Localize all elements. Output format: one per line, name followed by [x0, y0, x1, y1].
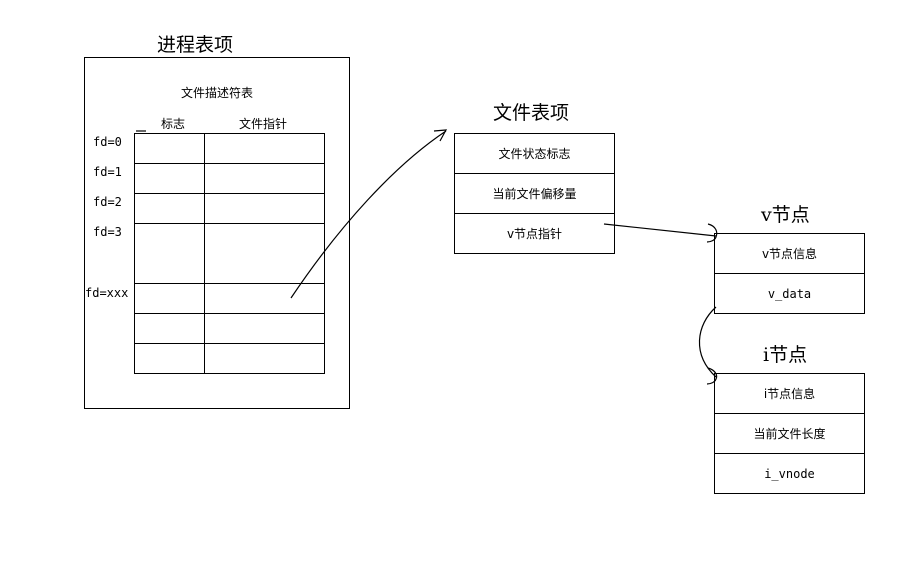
process-table-title: 进程表项	[157, 34, 234, 56]
inode-vnode-cell: i_vnode	[714, 453, 865, 494]
fd-label: fd=0	[93, 135, 122, 149]
vnode-title: v节点	[761, 204, 810, 226]
fd-table-row-divider	[134, 343, 325, 344]
fd-label: fd=1	[93, 165, 122, 179]
fd-label: fd=xxx	[85, 286, 129, 300]
vnode-to-inode-arrow	[698, 306, 717, 378]
inode-title: i节点	[763, 344, 808, 366]
fd-to-file-table-arrow	[290, 130, 447, 299]
fd-table-row-divider	[134, 223, 325, 224]
fd-table-row-divider	[134, 283, 325, 284]
arrowhead-icon	[706, 223, 718, 243]
fd-table-grid	[134, 133, 325, 374]
fd-label: fd=3	[93, 225, 122, 239]
fd-table-row-divider	[134, 313, 325, 314]
flag-column-header: 标志	[161, 117, 186, 131]
fd-table-caption: 文件描述符表	[181, 86, 254, 100]
fd-table-row-divider	[134, 163, 325, 164]
vnode-data-cell: v_data	[714, 273, 865, 314]
fd-label: fd=2	[93, 195, 122, 209]
pointer-column-header: 文件指针	[239, 117, 288, 131]
file-table-to-vnode-arrow	[603, 223, 717, 237]
fd-table-column-divider	[204, 133, 205, 374]
arrowhead-icon	[706, 367, 718, 385]
vnode-pointer-cell: v节点指针	[454, 213, 615, 254]
fd-table-row-divider	[134, 193, 325, 194]
arrowhead-icon	[433, 129, 448, 142]
file-table-title: 文件表项	[493, 102, 570, 124]
